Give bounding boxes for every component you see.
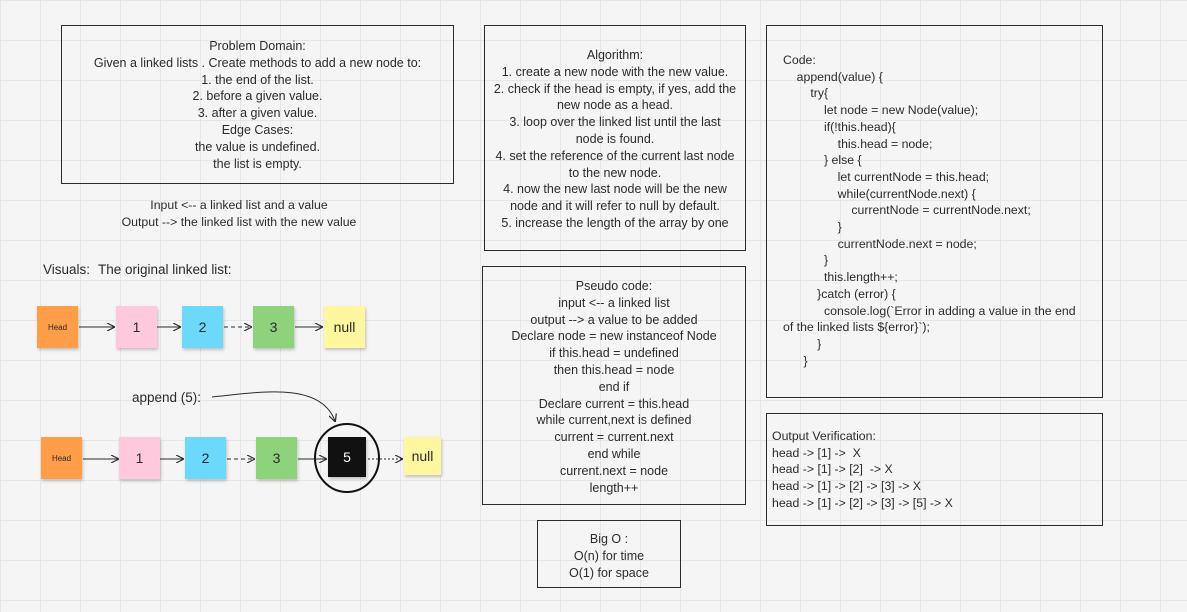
code-line: currentNode.next = node; [783,236,977,251]
algorithm-line: node is found. [575,131,655,146]
algorithm-line: to the new node. [568,165,662,180]
code-line: this.head = node; [783,136,933,151]
new-node-highlight-circle [314,423,380,493]
output-verification-line: Output Verification: [772,429,876,443]
output-verification-line: head -> [1] -> [2] -> [3] -> [5] -> X [772,495,953,510]
node-head-note: Head [41,437,82,479]
code-line: let currentNode = this.head; [783,169,990,184]
pseudo-code-line: Declare node = new instanceof Node [511,329,717,344]
code-line: append(value) { [783,69,883,84]
append-label: append (5): [132,390,202,405]
output-verification-box: Output Verification: head -> [1] -> X he… [766,413,1103,526]
pseudo-code-line: if this.head = undefined [549,346,679,361]
code-box: Code: append(value) { try{ let node = ne… [766,25,1103,398]
code-line: while(currentNode.next) { [783,186,976,201]
pseudo-code-box: Pseudo code: input <-- a linked list out… [482,266,746,505]
algorithm-line: node and it will refer to null by defaul… [510,199,720,214]
problem-domain-line: Given a linked lists . Create methods to… [93,55,422,70]
pseudo-code-line: end while [587,446,641,461]
output-verification-line: head -> [1] -> X [772,445,861,460]
algorithm-box: Algorithm: 1. create a new node with the… [484,25,746,251]
node-3-note: 3 [253,306,294,348]
problem-domain-line: 2. before a given value. [192,89,323,104]
node-head-note: Head [37,306,78,348]
problem-domain-line: 1. the end of the list. [201,72,314,87]
code-line: } else { [783,153,862,168]
code-line: this.length++; [783,270,898,285]
null-note: null [404,437,441,475]
algorithm-line: 3. loop over the linked list until the l… [509,115,721,130]
code-line: } [783,253,829,268]
code-line: try{ [783,86,829,101]
algorithm-line: new node as a head. [556,98,674,113]
code-line: Code: [783,53,816,67]
algorithm-line: 2. check if the head is empty, if yes, a… [493,81,737,96]
code-line: } [783,220,842,235]
pseudo-code-line: then this.head = node [553,362,675,377]
algorithm-line: 1. create a new node with the new value. [501,64,729,79]
node-2-note: 2 [182,306,223,348]
pseudo-code-line: Pseudo code: [575,279,653,293]
pseudo-code-line: output --> a value to be added [530,312,698,327]
code-line: console.log(`Error in adding a value in … [783,303,1076,318]
code-line: currentNode = currentNode.next; [783,203,1031,218]
code-line: let node = new Node(value); [783,103,979,118]
append-curve-arrow [211,391,335,421]
visuals-subtitle: The original linked list: [98,262,232,277]
output-line: Output --> the linked list with the new … [121,214,357,229]
node-3-note: 3 [256,437,297,479]
big-o-line: Big O : [589,532,629,546]
pseudo-code-line: current.next = node [559,463,669,478]
problem-domain-line: 3. after a given value. [197,106,318,121]
code-line: if(!this.head){ [783,119,896,134]
pseudo-code-line: end if [598,379,630,394]
pseudo-code-line: length++ [589,480,639,495]
node-1-note: 1 [119,437,160,479]
algorithm-line: 5. increase the length of the array by o… [501,215,729,230]
output-verification-line: head -> [1] -> [2] -> [3] -> X [772,479,922,494]
problem-domain-line: the list is empty. [213,156,302,171]
big-o-line: O(n) for time [573,548,645,563]
pseudo-code-line: input <-- a linked list [558,295,670,310]
node-1-note: 1 [116,306,157,348]
big-o-line: O(1) for space [569,565,649,580]
visuals-label: Visuals: [43,262,91,277]
algorithm-line: 4. now the new last node will be the new [503,182,727,197]
output-verification-line: head -> [1] -> [2] -> X [772,462,893,477]
pseudo-code-line: Declare current = this.head [538,396,690,411]
big-o-box: Big O : O(n) for time O(1) for space [537,520,681,588]
pseudo-code-line: while current,next is defined [536,413,692,428]
algorithm-line: Algorithm: [586,48,644,62]
input-line: Input <-- a linked list and a value [150,198,328,212]
problem-domain-line: Edge Cases: [221,122,294,137]
problem-domain-line: the value is undefined. [194,139,321,154]
algorithm-line: 4. set the reference of the current last… [495,148,735,163]
code-line: } [783,353,808,368]
node-5-note: 5 [328,437,366,477]
code-line: } [783,336,822,351]
problem-domain-line: Problem Domain: [209,39,306,53]
problem-domain-box: Problem Domain: Given a linked lists . C… [61,25,454,184]
code-line: }catch (error) { [783,286,896,301]
node-2-note: 2 [185,437,226,479]
null-note: null [324,306,365,348]
input-output-text: Input <-- a linked list and a value Outp… [100,197,378,231]
code-line: of the linked lists ${error}`); [783,320,930,335]
pseudo-code-line: current = current.next [554,430,674,445]
